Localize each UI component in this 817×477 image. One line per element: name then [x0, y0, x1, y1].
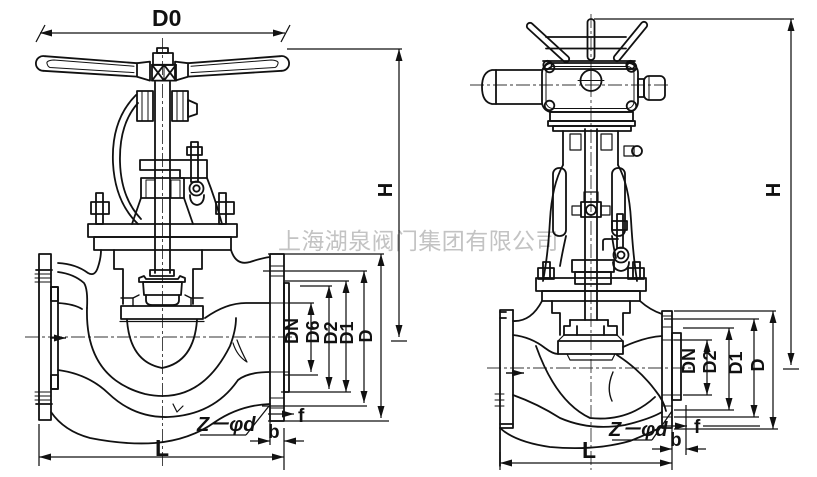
svg-text:Z－φd: Z－φd [608, 419, 668, 441]
svg-text:D: D [356, 330, 376, 343]
svg-text:D2: D2 [700, 350, 720, 373]
svg-text:H: H [763, 183, 785, 197]
svg-text:D0: D0 [152, 5, 181, 31]
svg-text:D: D [748, 359, 768, 372]
svg-text:D2: D2 [321, 321, 341, 344]
svg-text:上海湖泉阀门集团有限公司: 上海湖泉阀门集团有限公司 [278, 228, 559, 254]
svg-text:DN: DN [679, 348, 699, 374]
svg-text:DN: DN [282, 318, 302, 344]
svg-text:f: f [298, 406, 305, 427]
svg-text:b: b [268, 422, 280, 443]
svg-text:D1: D1 [337, 321, 357, 344]
svg-text:b: b [670, 430, 682, 451]
svg-text:H: H [375, 183, 397, 197]
svg-text:D1: D1 [726, 351, 746, 374]
svg-text:Z－φd: Z－φd [196, 414, 256, 436]
svg-text:L: L [155, 435, 169, 461]
svg-text:D6: D6 [303, 320, 323, 343]
svg-text:L: L [582, 437, 596, 463]
svg-text:f: f [694, 417, 701, 438]
